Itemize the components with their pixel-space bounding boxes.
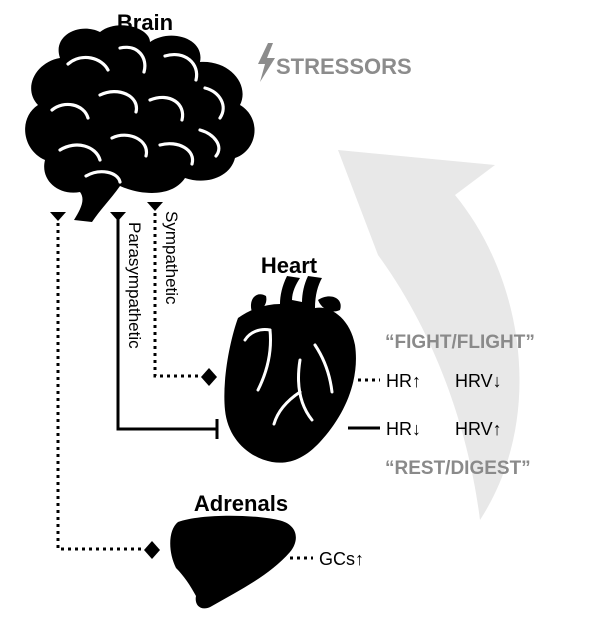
rest-digest-label: “REST/DIGEST” bbox=[385, 458, 531, 479]
sympathetic-path-marker bbox=[147, 202, 163, 211]
fight-flight-label: “FIGHT/FLIGHT” bbox=[385, 332, 535, 353]
fight-flight-hr: HR↑ bbox=[386, 371, 421, 391]
adrenal-path-marker bbox=[50, 212, 66, 221]
gcs-label: GCs↑ bbox=[319, 549, 364, 569]
stressors-label: STRESSORS bbox=[276, 54, 412, 79]
rest-digest-hr: HR↓ bbox=[386, 419, 421, 439]
adrenals-title: Adrenals bbox=[194, 491, 288, 516]
sympathetic-diamond-head bbox=[201, 368, 217, 386]
brain-terminal-markers bbox=[50, 202, 163, 221]
adrenals-icon bbox=[170, 516, 296, 609]
rest-digest-hrv: HRV↑ bbox=[455, 419, 502, 439]
stressors-label-group: STRESSORS bbox=[258, 43, 412, 82]
heart-icon bbox=[224, 276, 356, 463]
sympathetic-label: Sympathetic bbox=[162, 211, 181, 305]
adrenal-diamond-head bbox=[144, 541, 160, 559]
heart-title: Heart bbox=[261, 253, 318, 278]
brain-icon bbox=[25, 25, 254, 222]
parasympathetic-path-marker bbox=[110, 212, 126, 221]
lightning-bolt-icon bbox=[258, 43, 275, 82]
parasympathetic-label: Parasympathetic bbox=[125, 222, 144, 349]
fight-flight-hrv: HRV↓ bbox=[455, 371, 502, 391]
